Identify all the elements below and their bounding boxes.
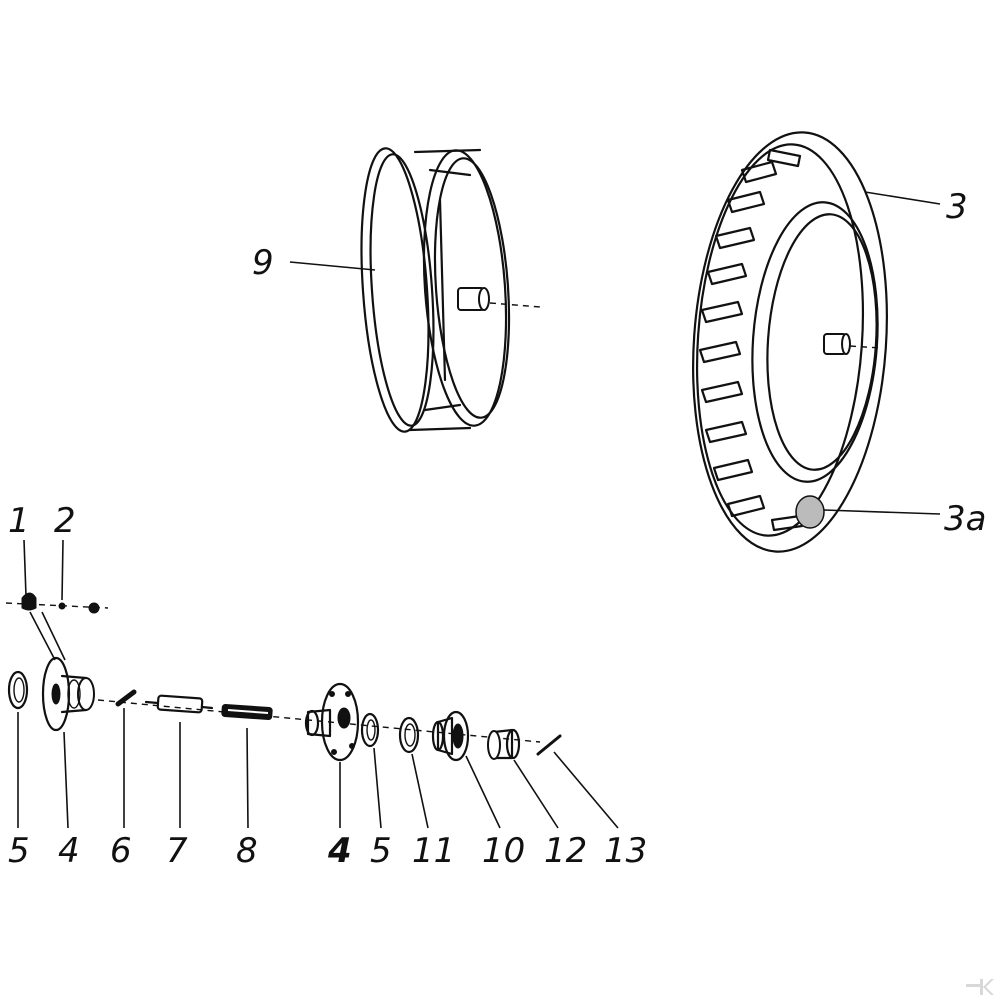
tyre-tread-lugs [698, 148, 804, 532]
label-part-10: 10 [482, 831, 526, 871]
bottom-leader-lines [17, 708, 619, 829]
label-part-5-right: 5 [370, 831, 392, 871]
rim-drawing [360, 147, 541, 433]
tyre-leader-lines [823, 191, 941, 515]
pin-drawing [115, 689, 137, 707]
label-part-5-left: 5 [8, 831, 30, 871]
bolt-nut-leader-lines [23, 539, 64, 601]
spacer-tube-drawing [221, 703, 273, 721]
tube-valve-drawing [795, 495, 825, 529]
label-part-8: 8 [236, 831, 258, 871]
label-part-3a: 3a [944, 499, 987, 539]
label-part-4-left: 4 [58, 831, 80, 871]
label-part-13: 13 [604, 831, 648, 871]
rim-leader-line [289, 261, 376, 271]
label-part-3: 3 [946, 187, 968, 227]
washer-drawing [398, 716, 420, 754]
label-part-6: 6 [110, 831, 132, 871]
bearing-drawing [431, 710, 470, 762]
hub-left-drawing [41, 656, 95, 732]
hub-right-drawing [304, 682, 360, 762]
brand-watermark-icon [966, 979, 994, 995]
label-part-1: 1 [8, 501, 30, 541]
tyre-drawing [692, 131, 888, 553]
bolt-nut-drawing [5, 592, 109, 661]
label-part-2: 2 [54, 501, 76, 541]
seal-ring-left-drawing [7, 670, 29, 710]
label-part-9: 9 [252, 243, 274, 283]
axle-drawing [144, 694, 214, 714]
label-part-11: 11 [412, 831, 456, 871]
bushing-drawing [487, 728, 521, 760]
label-part-4-right: 4 [328, 831, 352, 871]
label-part-12: 12 [544, 831, 588, 871]
split-pin-drawing [536, 734, 562, 756]
label-part-7: 7 [166, 831, 188, 871]
seal-ring-right-drawing [360, 712, 380, 748]
